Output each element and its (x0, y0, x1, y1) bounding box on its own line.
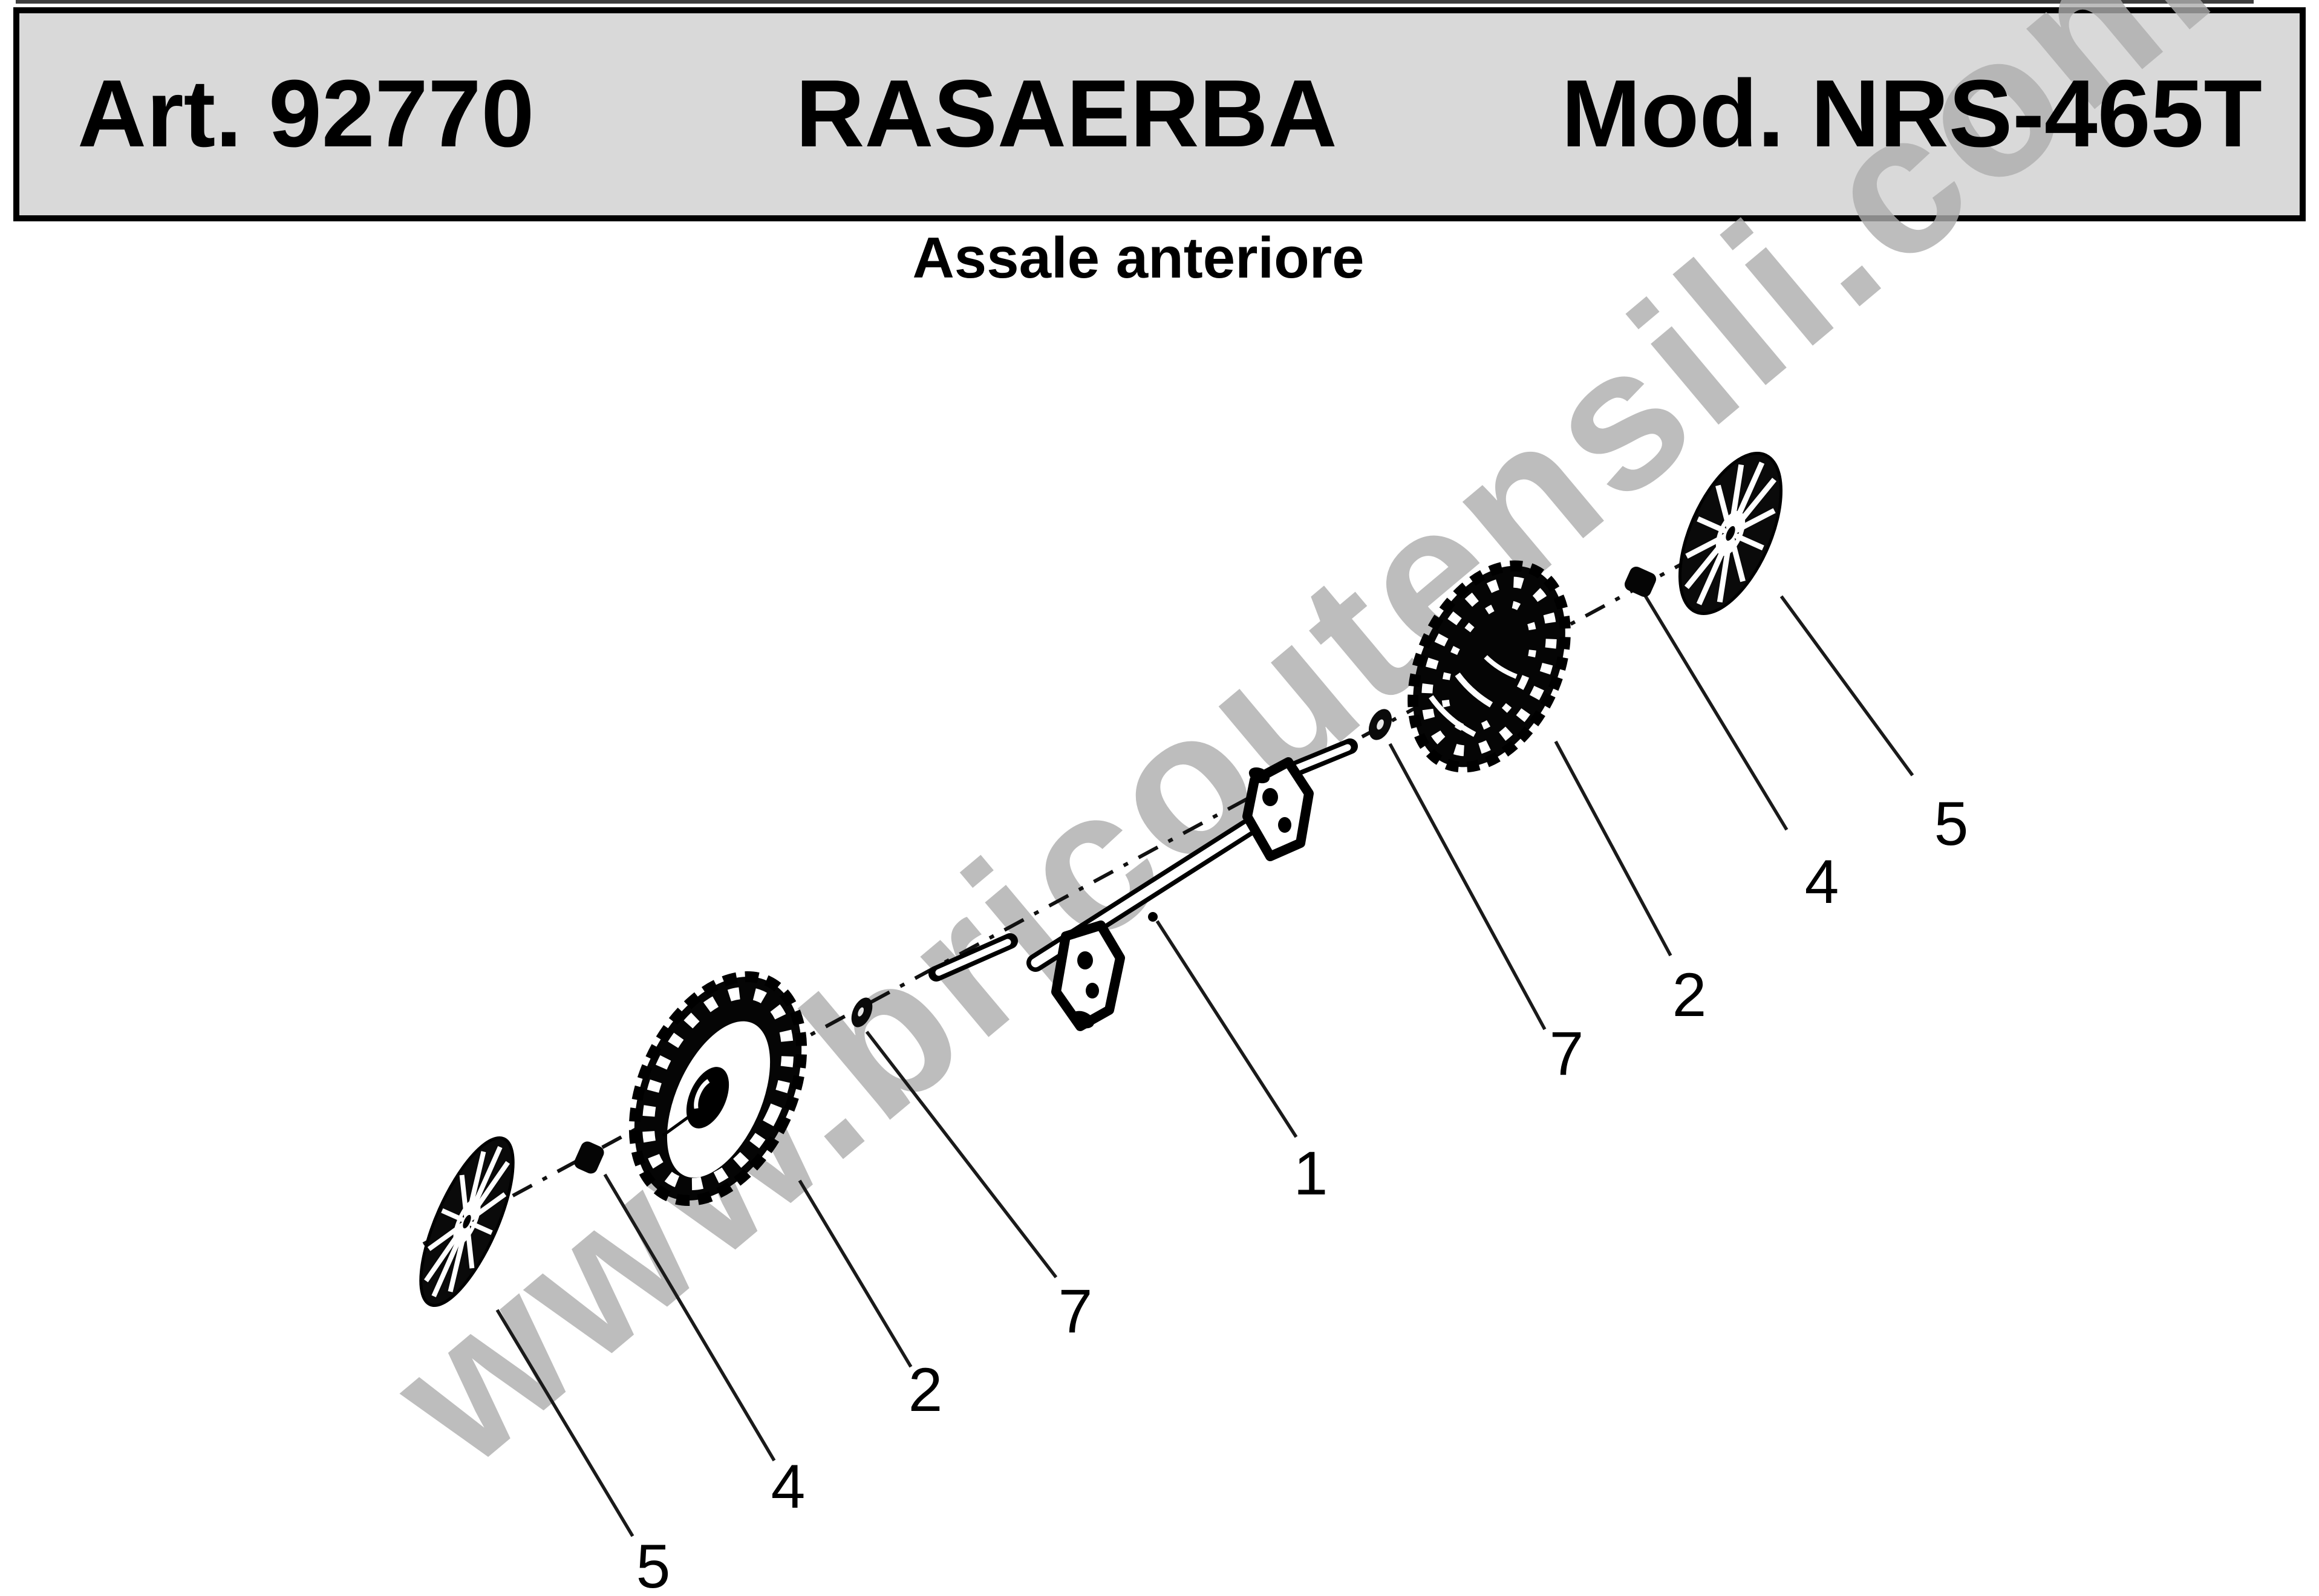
scan-edge-line (16, 0, 2254, 4)
axle-mid-pin (1148, 912, 1158, 922)
axle-stub-right (1287, 738, 1358, 777)
part-number-label-2-right: 2 (1672, 960, 1707, 1029)
part-number-label-5-left: 5 (636, 1532, 671, 1596)
leader-line-part-7-left (865, 1031, 1058, 1278)
part-number-label-2-left: 2 (908, 1355, 943, 1424)
tire-right-highlight (1484, 655, 1518, 679)
part-number-label-4-right: 4 (1805, 847, 1839, 916)
part-number-label-7-right: 7 (1550, 1019, 1584, 1088)
leader-line-part-5-left (495, 1309, 634, 1537)
axle-bracket-right (1242, 757, 1314, 861)
nut-right (1624, 566, 1657, 598)
hubcap-right-spokes (1684, 461, 1777, 605)
part-number-label-5-right: 5 (1934, 789, 1969, 858)
part-number-label-4-left: 4 (771, 1452, 806, 1521)
article-number: Art. 92770 (77, 60, 535, 167)
wheel-left (628, 971, 807, 1206)
model-number: Mod. NRS-465T (1561, 60, 2262, 167)
hubcap-left-hub-ring (453, 1198, 481, 1245)
hubcap-left-spokes (424, 1146, 510, 1297)
tire-right-tread-knobs-outer (1421, 576, 1557, 757)
washer-left (851, 997, 873, 1028)
washer-right (1368, 709, 1392, 740)
part-number-label-7-left: 7 (1058, 1277, 1093, 1346)
diagram-title: Assale anteriore (912, 226, 1365, 290)
hubcap-left (419, 1136, 515, 1308)
tire-right-highlight (1429, 695, 1476, 737)
product-name: RASAERBA (795, 60, 1337, 167)
leader-line-part-4-left (603, 1173, 776, 1462)
hubcap-right-hub-ring (1715, 510, 1746, 556)
axle-stub-left (928, 933, 1018, 982)
wheel-left-hub (686, 1067, 729, 1129)
tire-right-highlight (1455, 673, 1493, 708)
hubcap-right-center (1726, 526, 1735, 541)
tire-left-tread-knobs (642, 986, 794, 1191)
leader-line-part-2-left (798, 1179, 913, 1368)
header-box (13, 7, 2306, 221)
axle-bracket-left (1051, 920, 1125, 1031)
callouts-group: 5 4 2 7 1 7 2 4 5 (495, 594, 1969, 1596)
leader-line-part-1-center (1155, 920, 1298, 1138)
hubcap-right (1678, 452, 1782, 615)
leader-line-part-7-right (1388, 743, 1547, 1031)
hubcap-left-center (463, 1214, 471, 1229)
leader-line-part-4-right (1643, 594, 1789, 831)
part-number-label-1-center: 1 (1294, 1139, 1328, 1208)
leader-line-part-2-right (1554, 740, 1672, 957)
leader-line-part-5-right (1779, 595, 1914, 777)
nut-left (574, 1141, 604, 1174)
